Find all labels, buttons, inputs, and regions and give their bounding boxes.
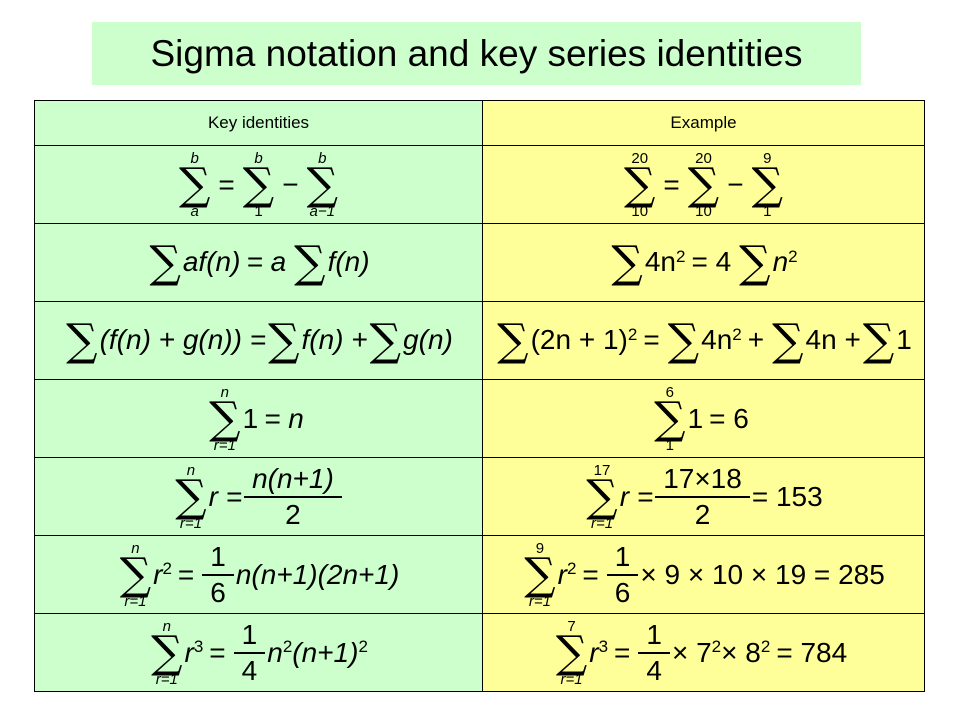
example-cell: 20∑10 = 20∑10 − 9∑1 (482, 145, 925, 224)
sigma-symbol: 9∑1 (751, 150, 783, 220)
identity-cell: n∑r=1 1 = n (34, 379, 483, 458)
identity-constant-factor: ∑ af(n) = a ∑ f(n) (147, 229, 369, 296)
sigma-symbol: ∑ (667, 314, 700, 366)
fraction: n(n+1)2 (244, 464, 342, 529)
page-title: Sigma notation and key series identities (150, 32, 803, 74)
sigma-symbol: ∑ (294, 236, 326, 288)
sigma-symbol: b∑a−1 (306, 150, 338, 220)
sigma-symbol: n∑r=1 (119, 540, 152, 610)
sigma-symbol: 17∑r=1 (586, 462, 618, 532)
table-header-row: Key identities Example (34, 100, 925, 146)
sigma-symbol: ∑ (149, 236, 181, 288)
sigma-symbol: ∑ (66, 314, 98, 366)
sigma-symbol: ∑ (611, 236, 643, 288)
title-banner: Sigma notation and key series identities (92, 22, 861, 85)
example-split-sum: 20∑10 = 20∑10 − 9∑1 (624, 150, 783, 220)
sigma-symbol: n∑r=1 (209, 384, 241, 454)
table-row: ∑ (f(n) + g(n)) = ∑ f(n) + ∑ g(n) ∑ (2n … (34, 301, 925, 380)
sigma-symbol: 20∑10 (624, 150, 656, 220)
sigma-symbol: ∑ (739, 236, 771, 288)
sigma-symbol: ∑ (268, 314, 300, 366)
sigma-symbol: 9∑r=1 (524, 540, 556, 610)
identity-sum-of-r: n∑r=1 r = n(n+1)2 (173, 462, 344, 532)
identity-cell: b∑a = b∑1 − b∑a−1 (34, 145, 483, 224)
sigma-symbol: n∑r=1 (151, 618, 183, 688)
sigma-symbol: ∑ (369, 314, 402, 366)
table-row: b∑a = b∑1 − b∑a−1 20∑10 = 20∑10 − 9∑1 (34, 145, 925, 224)
identity-split-sum: b∑a = b∑1 − b∑a−1 (179, 150, 338, 220)
header-key-identities: Key identities (34, 100, 483, 146)
sigma-symbol: 20∑10 (687, 150, 720, 220)
sigma-symbol: ∑ (772, 314, 804, 366)
example-sum-of-ones: 6∑1 1 = 6 (654, 384, 749, 454)
example-cell: 6∑1 1 = 6 (482, 379, 925, 458)
sigma-symbol: b∑a (179, 150, 211, 220)
sigma-symbol: b∑1 (242, 150, 275, 220)
table-row: n∑r=1 1 = n 6∑1 1 = 6 (34, 379, 925, 458)
identity-sum-of-ones: n∑r=1 1 = n (209, 384, 304, 454)
identity-sum-of-functions: ∑ (f(n) + g(n)) = ∑ f(n) + ∑ g(n) (64, 307, 453, 374)
header-example: Example (482, 100, 925, 146)
identity-cell: n∑r=1 r = n(n+1)2 (34, 457, 483, 536)
identity-cell: ∑ (f(n) + g(n)) = ∑ f(n) + ∑ g(n) (34, 301, 483, 380)
identities-table: Key identities Example b∑a = b∑1 − b∑a−1… (34, 100, 925, 692)
sigma-symbol: ∑ (497, 314, 529, 366)
sigma-symbol: ∑ (862, 314, 895, 366)
identity-cell: ∑ af(n) = a ∑ f(n) (34, 223, 483, 302)
sigma-symbol: 6∑1 (654, 384, 686, 454)
sigma-symbol: 7∑r=1 (555, 618, 588, 688)
sigma-symbol: n∑r=1 (175, 462, 207, 532)
